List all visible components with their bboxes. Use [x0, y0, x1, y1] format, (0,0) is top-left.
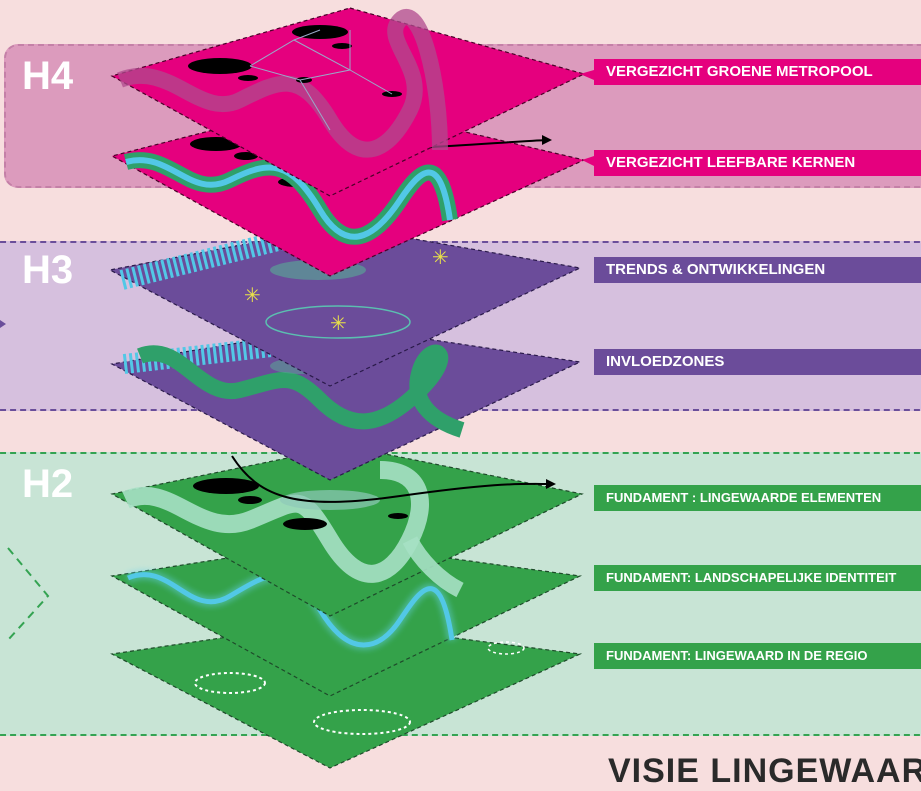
svg-text:✳: ✳ — [244, 283, 261, 307]
left-arrow-h3 — [0, 320, 6, 328]
svg-text:✳: ✳ — [432, 245, 449, 269]
tag-trends-ontwikkelingen: TRENDS & ONTWIKKELINGEN — [594, 257, 921, 283]
poster-title: VISIE LINGEWAARD — [608, 752, 921, 790]
level-label-h3: H3 — [22, 248, 74, 292]
svg-text:✳: ✳ — [330, 311, 347, 335]
layer-trends: ✳ ✳ ✳ — [108, 225, 582, 387]
layer-regio — [110, 621, 583, 769]
tag-connectors — [580, 70, 594, 166]
level-label-h2: H2 — [22, 462, 74, 506]
layer-stack-illustration: ✳ ✳ ✳ — [0, 7, 594, 769]
tag-fundament-lingewaarde-elementen: FUNDAMENT : LINGEWAARDE ELEMENTEN — [594, 485, 921, 511]
left-chevron-decoration — [7, 547, 50, 641]
tag-fundament-landschapelijke-identiteit: FUNDAMENT: LANDSCHAPELIJKE IDENTITEIT — [594, 565, 921, 591]
layer-elementen — [110, 445, 584, 617]
tag-fundament-lingewaard-in-de-regio: FUNDAMENT: LINGEWAARD IN DE REGIO — [594, 643, 921, 669]
level-label-h4: H4 — [22, 54, 74, 98]
tag-invloedzones: INVLOEDZONES — [594, 349, 921, 375]
tag-vergezicht-groene-metropool: VERGEZICHT GROENE METROPOOL — [594, 59, 921, 85]
layer-groene-metropool — [110, 7, 586, 197]
tag-vergezicht-leefbare-kernen: VERGEZICHT LEEFBARE KERNEN — [594, 150, 921, 176]
